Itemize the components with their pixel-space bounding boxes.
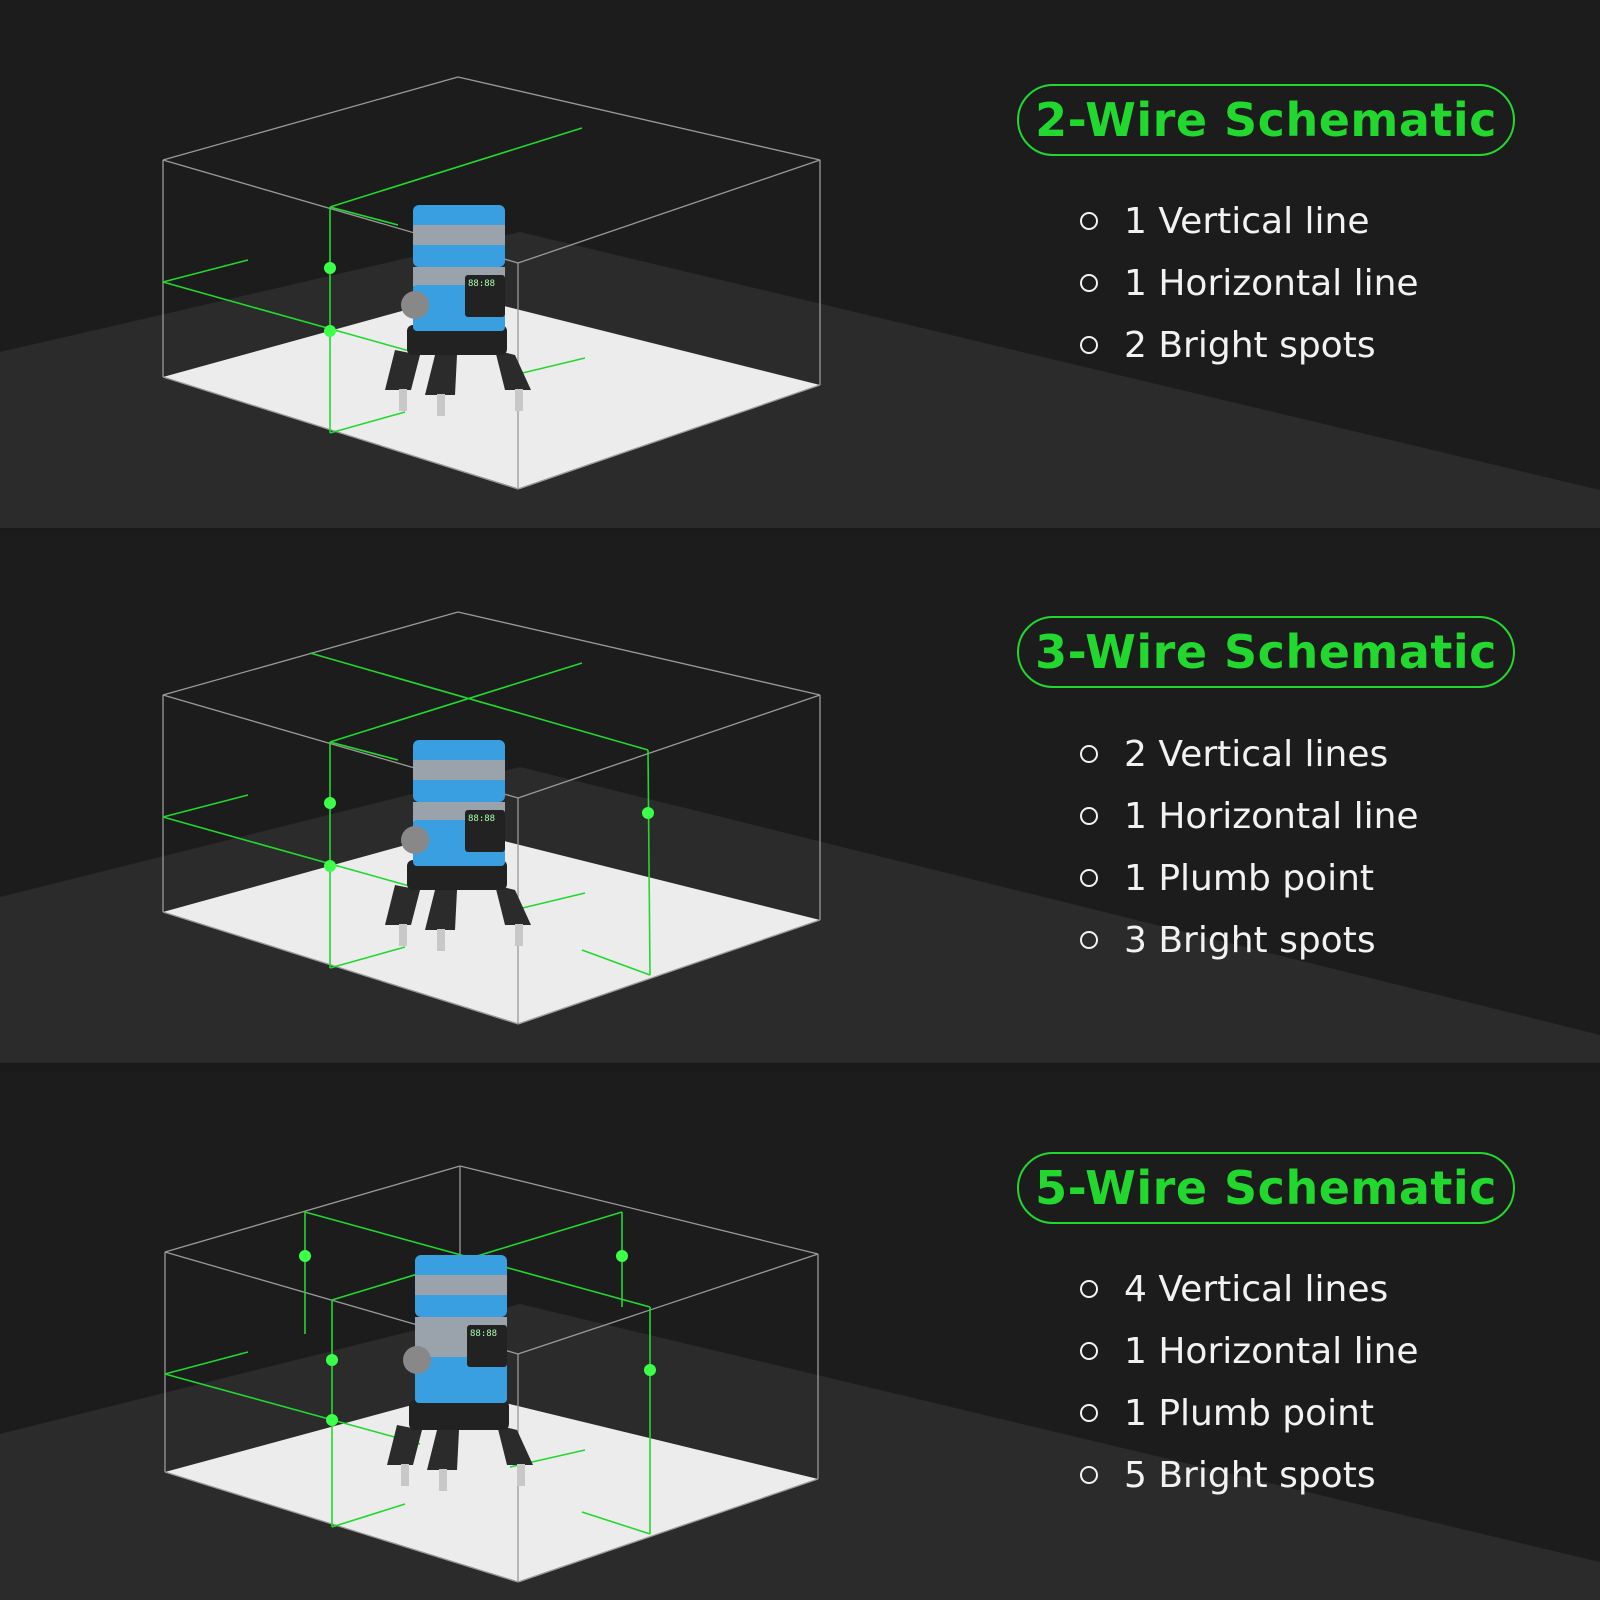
bright-spots <box>324 262 336 337</box>
feature-label: 1 Horizontal line <box>1124 1330 1419 1372</box>
feature-item: 2 Vertical lines <box>1080 723 1419 785</box>
feature-item: 1 Plumb point <box>1080 1382 1419 1444</box>
laser-diagram-3-wire: 88:88 <box>162 611 821 1025</box>
feature-label: 1 Plumb point <box>1124 1392 1375 1434</box>
circle-bullet-icon <box>1080 212 1098 230</box>
bright-spot <box>326 1354 338 1366</box>
circle-bullet-icon <box>1080 1342 1098 1360</box>
feature-item: 2 Bright spots <box>1080 314 1419 376</box>
bright-spot <box>324 860 336 872</box>
bright-spot <box>324 325 336 337</box>
laser-level-device: 88:88 <box>387 1255 533 1491</box>
laser-diagram-5-wire: 88:88 <box>164 1165 819 1583</box>
feature-item: 1 Horizontal line <box>1080 252 1419 314</box>
circle-bullet-icon <box>1080 931 1098 949</box>
feature-list: 2 Vertical lines 1 Horizontal line 1 Plu… <box>1080 723 1419 971</box>
laser-level-device: 88:88 <box>385 740 531 951</box>
feature-item: 1 Plumb point <box>1080 847 1419 909</box>
laser-lines <box>162 652 651 976</box>
section-title: 5-Wire Schematic <box>1017 1152 1515 1224</box>
bright-spot <box>616 1250 628 1262</box>
feature-item: 1 Horizontal line <box>1080 785 1419 847</box>
feature-label: 1 Plumb point <box>1124 857 1375 899</box>
feature-label: 4 Vertical lines <box>1124 1268 1389 1310</box>
circle-bullet-icon <box>1080 869 1098 887</box>
circle-bullet-icon <box>1080 336 1098 354</box>
device-display: 88:88 <box>468 814 495 824</box>
circle-bullet-icon <box>1080 807 1098 825</box>
room-floor <box>163 295 820 489</box>
bright-spot <box>326 1414 338 1426</box>
feature-list: 4 Vertical lines 1 Horizontal line 1 Plu… <box>1080 1258 1419 1506</box>
laser-level-device: 88:88 <box>385 205 531 416</box>
panel-3-wire: 88:88 3-Wire Schematic 2 Vertical lines … <box>0 535 1600 1063</box>
circle-bullet-icon <box>1080 1404 1098 1422</box>
bright-spot <box>644 1364 656 1376</box>
circle-bullet-icon <box>1080 1466 1098 1484</box>
panel-2-wire: 88:88 2-Wire Schematic 1 Vertical line 1… <box>0 0 1600 528</box>
feature-label: 1 Horizontal line <box>1124 795 1419 837</box>
circle-bullet-icon <box>1080 274 1098 292</box>
feature-label: 2 Bright spots <box>1124 324 1376 366</box>
bright-spot <box>642 807 654 819</box>
feature-list: 1 Vertical line 1 Horizontal line 2 Brig… <box>1080 190 1419 376</box>
room-floor <box>163 830 820 1024</box>
circle-bullet-icon <box>1080 1280 1098 1298</box>
bright-spot <box>299 1250 311 1262</box>
circle-bullet-icon <box>1080 745 1098 763</box>
laser-diagram-2-wire: 88:88 <box>162 76 821 490</box>
section-title: 2-Wire Schematic <box>1017 84 1515 156</box>
bright-spots <box>324 797 654 872</box>
feature-item: 1 Horizontal line <box>1080 1320 1419 1382</box>
feature-item: 1 Vertical line <box>1080 190 1419 252</box>
bright-spots <box>299 1250 656 1426</box>
feature-item: 3 Bright spots <box>1080 909 1419 971</box>
bright-spot <box>324 797 336 809</box>
device-display: 88:88 <box>470 1329 497 1339</box>
device-display: 88:88 <box>468 279 495 289</box>
feature-label: 1 Vertical line <box>1124 200 1370 242</box>
feature-label: 2 Vertical lines <box>1124 733 1389 775</box>
feature-item: 4 Vertical lines <box>1080 1258 1419 1320</box>
feature-label: 3 Bright spots <box>1124 919 1376 961</box>
bright-spot <box>324 262 336 274</box>
feature-item: 5 Bright spots <box>1080 1444 1419 1506</box>
feature-label: 5 Bright spots <box>1124 1454 1376 1496</box>
feature-label: 1 Horizontal line <box>1124 262 1419 304</box>
panel-5-wire: 88:88 5-Wire Schematic 4 Vertical lines … <box>0 1072 1600 1600</box>
section-title: 3-Wire Schematic <box>1017 616 1515 688</box>
